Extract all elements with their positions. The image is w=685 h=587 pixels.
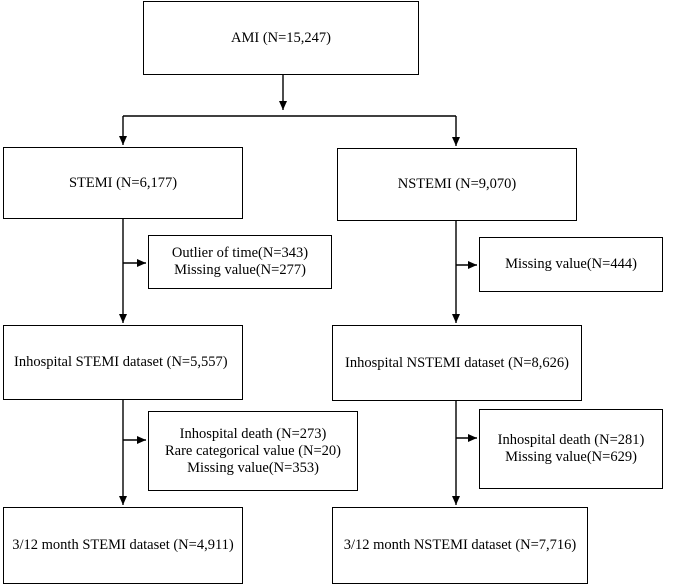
stemi-exclusion1-line: Missing value(N=277)	[174, 262, 306, 278]
ami-label: AMI (N=15,247)	[231, 29, 331, 46]
stemi-exclusion2-box: Inhospital death (N=273) Rare categorica…	[148, 411, 358, 491]
stemi-inhospital-box: Inhospital STEMI dataset (N=5,557)	[3, 325, 243, 400]
stemi-exclusion1-line: Outlier of time(N=343)	[171, 245, 309, 261]
stemi-followup-box: 3/12 month STEMI dataset (N=4,911)	[3, 507, 243, 584]
ami-box: AMI (N=15,247)	[143, 1, 419, 75]
nstemi-box: NSTEMI (N=9,070)	[337, 148, 577, 221]
nstemi-exclusion2-line: Inhospital death (N=281)	[497, 432, 645, 448]
stemi-exclusion1-box: Outlier of time(N=343) Missing value(N=2…	[148, 235, 332, 289]
stemi-exclusion2-line: Rare categorical value (N=20)	[164, 442, 342, 459]
nstemi-exclusion2-box: Inhospital death (N=281) Missing value(N…	[479, 409, 663, 489]
stemi-box: STEMI (N=6,177)	[3, 147, 243, 219]
stemi-exclusion2-line: Missing value(N=353)	[187, 459, 319, 476]
nstemi-inhospital-box: Inhospital NSTEMI dataset (N=8,626)	[332, 325, 582, 401]
stemi-label: STEMI (N=6,177)	[68, 174, 178, 191]
nstemi-followup-box: 3/12 month NSTEMI dataset (N=7,716)	[332, 507, 588, 584]
stemi-inhospital-label: Inhospital STEMI dataset (N=5,557)	[14, 354, 228, 370]
nstemi-followup-label: 3/12 month NSTEMI dataset (N=7,716)	[343, 537, 577, 553]
nstemi-exclusion2-line: Missing value(N=629)	[505, 449, 637, 465]
stemi-followup-label: 3/12 month STEMI dataset (N=4,911)	[12, 537, 234, 553]
nstemi-exclusion1-box: Missing value(N=444)	[479, 237, 663, 292]
stemi-exclusion2-line: Inhospital death (N=273)	[179, 425, 327, 442]
nstemi-inhospital-label: Inhospital NSTEMI dataset (N=8,626)	[344, 354, 570, 371]
nstemi-label: NSTEMI (N=9,070)	[397, 176, 517, 192]
nstemi-exclusion1-line: Missing value(N=444)	[505, 256, 637, 272]
